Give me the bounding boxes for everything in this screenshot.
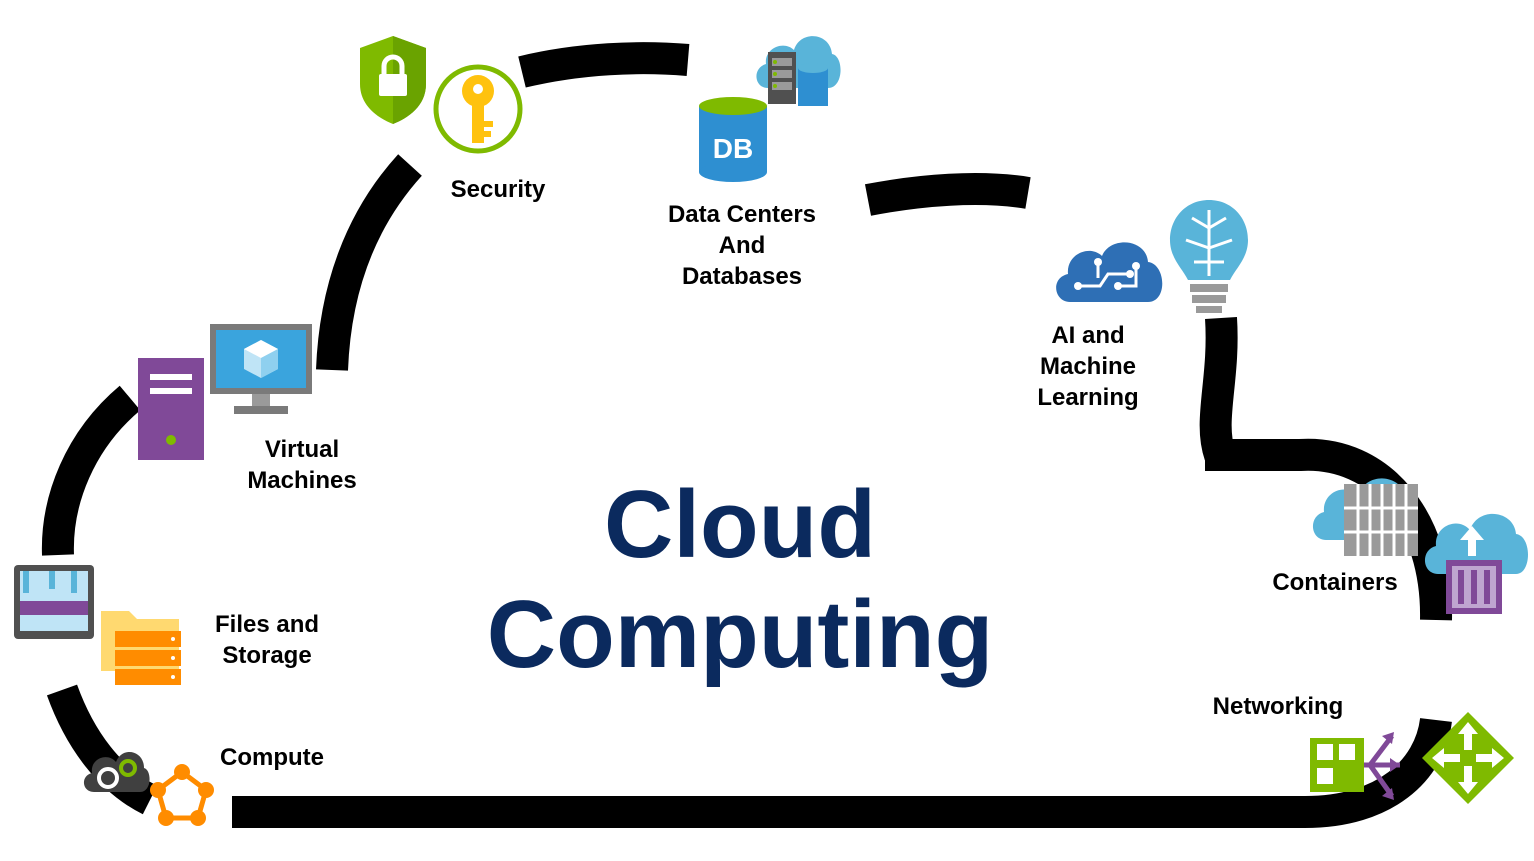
label-line: Compute [220, 744, 324, 771]
label-line: Files and [214, 611, 320, 638]
gears-cloud-icon [83, 751, 150, 792]
lightbulb-brain-icon [1170, 200, 1248, 313]
label-line: And [718, 232, 766, 259]
diagram-title: Cloud Computing [440, 470, 1040, 690]
label-line: AI and [1051, 322, 1125, 349]
title-line-2: Computing [486, 581, 994, 688]
label-storage: Files and Storage [190, 609, 344, 671]
monitor-cube-icon [210, 324, 312, 414]
label-line: Networking [1212, 693, 1344, 720]
label-security: Security [420, 174, 576, 205]
cloud-container-icon [1312, 478, 1418, 556]
title-line-1: Cloud [604, 471, 876, 578]
label-vm: Virtual Machines [222, 434, 382, 496]
database-icon: DB [699, 97, 767, 182]
cloud-server-icon [756, 36, 841, 106]
server-tower-icon [138, 358, 204, 460]
label-line: Security [450, 176, 546, 203]
label-line: Data Centers [667, 201, 817, 228]
label-containers: Containers [1252, 567, 1418, 598]
storage-disk-icon [14, 565, 94, 639]
network-pentagon-icon [150, 764, 214, 826]
container-upload-icon [1424, 513, 1528, 614]
label-ai: AI and Machine Learning [1010, 320, 1166, 413]
svg-text:DB: DB [713, 133, 753, 164]
label-line: Learning [1037, 384, 1139, 411]
label-line: Machine [1039, 353, 1137, 380]
network-split-icon [1310, 732, 1400, 800]
key-icon [433, 64, 523, 154]
router-arrows-icon [1422, 712, 1514, 804]
folder-stack-icon [101, 611, 181, 685]
label-line: Storage [222, 642, 312, 669]
label-line: Machines [247, 467, 357, 494]
shield-lock-icon [360, 36, 426, 124]
label-databases: Data Centers And Databases [640, 199, 844, 292]
label-line: Containers [1272, 569, 1398, 596]
cloud-circuit-icon [1056, 242, 1163, 302]
label-networking: Networking [1194, 691, 1362, 722]
label-line: Databases [681, 263, 803, 290]
label-compute: Compute [200, 742, 344, 773]
label-line: Virtual [264, 436, 340, 463]
